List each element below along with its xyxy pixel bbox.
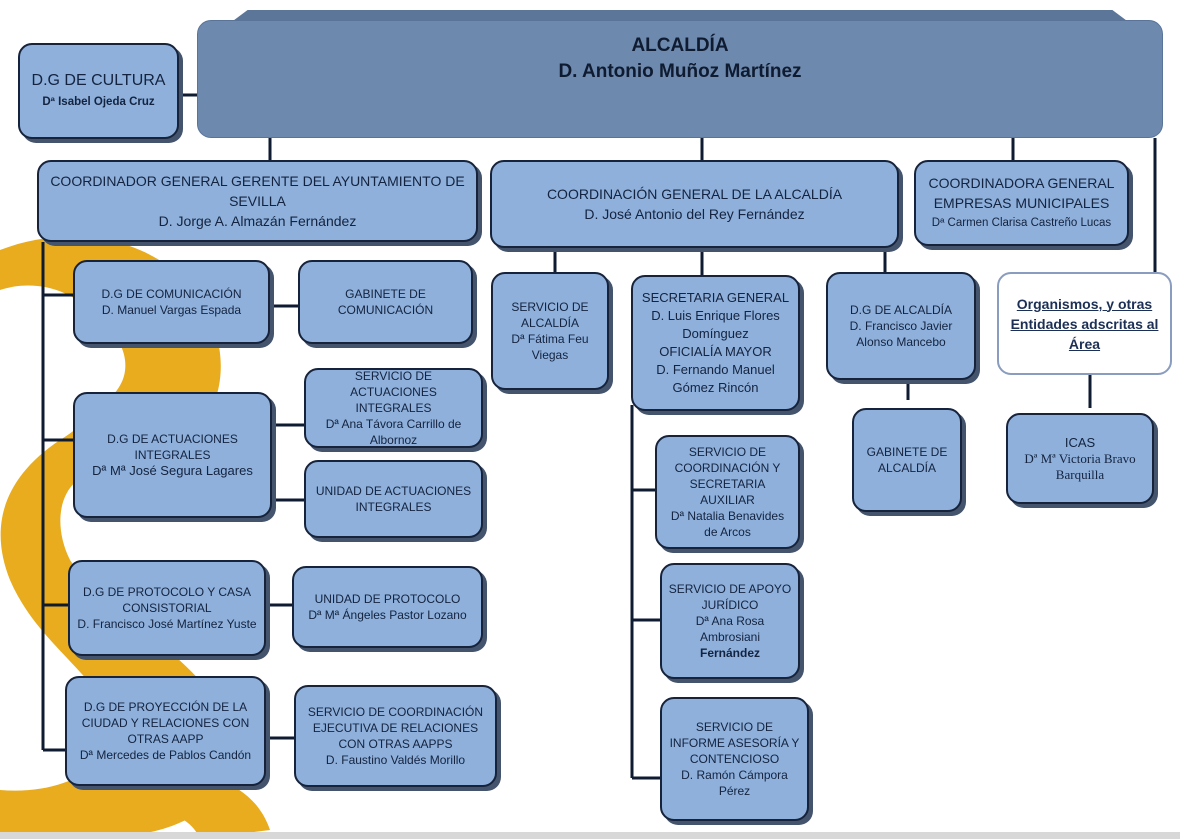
dg-comunicacion-box: D.G DE COMUNICACIÓN D. Manuel Vargas Esp… — [73, 260, 270, 344]
empresas-title: COORDINADORA GENERAL EMPRESAS MUNICIPALE… — [928, 175, 1115, 211]
serv-apoyo-name-bold: Fernández — [699, 646, 760, 660]
coord-alcaldia-box: COORDINACIÓN GENERAL DE LA ALCALDÍA D. J… — [490, 160, 899, 248]
serv-coord-ejecutiva-box: SERVICIO DE COORDINACIÓN EJECUTIVA DE RE… — [294, 685, 497, 787]
secretaria-box: SECRETARIA GENERAL D. Luis Enrique Flore… — [631, 275, 800, 411]
serv-alcaldia-name: Dª Fátima Feu Viegas — [511, 332, 589, 362]
serv-informe-box: SERVICIO DE INFORME ASESORÍA Y CONTENCIO… — [660, 697, 809, 821]
dg-proyeccion-name: Dª Mercedes de Pablos Candón — [79, 748, 252, 762]
alcaldia-box: ALCALDÍA D. Antonio Muñoz Martínez — [197, 20, 1163, 138]
icas-box: ICAS Dª Mª Victoria Bravo Barquilla — [1006, 413, 1154, 504]
serv-alcaldia-title: SERVICIO DE ALCALDÍA — [511, 300, 589, 330]
dg-protocolo-box: D.G DE PROTOCOLO Y CASA CONSISTORIAL D. … — [68, 560, 266, 656]
dg-proyeccion-box: D.G DE PROYECCIÓN DE LA CIUDAD Y RELACIO… — [65, 676, 266, 786]
dg-actuaciones-box: D.G DE ACTUACIONES INTEGRALES Dª Mª José… — [73, 392, 272, 518]
dg-alcaldia-title: D.G DE ALCALDÍA — [849, 303, 953, 317]
cultura-title: D.G DE CULTURA — [31, 72, 166, 89]
gerente-box: COORDINADOR GENERAL GERENTE DEL AYUNTAMI… — [37, 160, 478, 242]
serv-coord-secretaria-title: SERVICIO DE COORDINACIÓN Y SECRETARIA AU… — [674, 445, 781, 507]
unidad-actuaciones-title: UNIDAD DE ACTUACIONES INTEGRALES — [315, 484, 472, 514]
organismos-link[interactable]: Organismos, y otras Entidades adscritas … — [997, 272, 1172, 375]
alcaldia-title: ALCALDÍA — [631, 35, 729, 56]
gerente-title: COORDINADOR GENERAL GERENTE DEL AYUNTAMI… — [50, 173, 465, 209]
oficialia-name: D. Fernando Manuel Gómez Rincón — [656, 362, 775, 395]
serv-actuaciones-name: Dª Ana Távora Carrillo de Albornoz — [325, 417, 462, 447]
serv-informe-title: SERVICIO DE INFORME ASESORÍA Y CONTENCIO… — [669, 720, 800, 766]
dg-actuaciones-title: D.G DE ACTUACIONES INTEGRALES — [107, 432, 238, 462]
gabinete-alcaldia-title: GABINETE DE ALCALDÍA — [866, 445, 948, 475]
gabinete-comunicacion-box: GABINETE DE COMUNICACIÓN — [298, 260, 473, 344]
coord-alcaldia-name: D. José Antonio del Rey Fernández — [584, 206, 805, 222]
coord-alcaldia-title: COORDINACIÓN GENERAL DE LA ALCALDÍA — [546, 186, 843, 202]
bottom-divider — [0, 832, 1180, 839]
serv-coord-secretaria-name: Dª Natalia Benavides de Arcos — [670, 509, 785, 539]
dg-actuaciones-name: Dª Mª José Segura Lagares — [92, 463, 253, 478]
gabinete-comunicacion-title: GABINETE DE COMUNICACIÓN — [337, 287, 434, 317]
unidad-actuaciones-box: UNIDAD DE ACTUACIONES INTEGRALES — [304, 460, 483, 538]
dg-comunicacion-title: D.G DE COMUNICACIÓN — [101, 287, 242, 301]
dg-protocolo-name: D. Francisco José Martínez Yuste — [77, 617, 257, 631]
dg-proyeccion-title: D.G DE PROYECCIÓN DE LA CIUDAD Y RELACIO… — [81, 700, 250, 746]
serv-coord-ejecutiva-name: D. Faustino Valdés Morillo — [325, 753, 466, 767]
serv-apoyo-box: SERVICIO DE APOYO JURÍDICO Dª Ana Rosa A… — [660, 563, 800, 679]
unidad-protocolo-name: Dª Mª Ángeles Pastor Lozano — [308, 608, 467, 622]
serv-actuaciones-title: SERVICIO DE ACTUACIONES INTEGRALES — [350, 369, 437, 415]
serv-actuaciones-box: SERVICIO DE ACTUACIONES INTEGRALES Dª An… — [304, 368, 483, 448]
cultura-name: Dª Isabel Ojeda Cruz — [42, 96, 155, 108]
decorative-swirl-lower — [120, 773, 270, 839]
serv-informe-name: D. Ramón Cámpora Pérez — [681, 768, 788, 798]
alcaldia-name: D. Antonio Muñoz Martínez — [558, 61, 802, 82]
serv-coord-secretaria-box: SERVICIO DE COORDINACIÓN Y SECRETARIA AU… — [655, 435, 800, 549]
cultura-box: D.G DE CULTURA Dª Isabel Ojeda Cruz — [18, 43, 179, 139]
unidad-protocolo-title: UNIDAD DE PROTOCOLO — [314, 592, 461, 606]
organismos-title[interactable]: Organismos, y otras Entidades adscritas … — [1010, 295, 1159, 352]
serv-apoyo-name: Dª Ana Rosa Ambrosiani — [695, 614, 765, 644]
secretaria-name: D. Luis Enrique Flores Domínguez — [651, 308, 780, 341]
oficialia-title: OFICIALÍA MAYOR — [659, 344, 772, 359]
dg-protocolo-title: D.G DE PROTOCOLO Y CASA CONSISTORIAL — [82, 585, 252, 615]
serv-alcaldia-box: SERVICIO DE ALCALDÍA Dª Fátima Feu Viega… — [491, 272, 609, 390]
icas-name: Dª Mª Victoria Bravo Barquilla — [1024, 450, 1136, 482]
empresas-box: COORDINADORA GENERAL EMPRESAS MUNICIPALE… — [914, 160, 1129, 246]
unidad-protocolo-box: UNIDAD DE PROTOCOLO Dª Mª Ángeles Pastor… — [292, 566, 483, 648]
icas-title: ICAS — [1064, 434, 1096, 450]
serv-apoyo-title: SERVICIO DE APOYO JURÍDICO — [668, 582, 792, 612]
secretaria-title: SECRETARIA GENERAL — [641, 290, 790, 305]
dg-alcaldia-box: D.G DE ALCALDÍA D. Francisco Javier Alon… — [826, 272, 976, 380]
gerente-name: D. Jorge A. Almazán Fernández — [158, 213, 357, 229]
gabinete-alcaldia-box: GABINETE DE ALCALDÍA — [852, 408, 962, 512]
dg-comunicacion-name: D. Manuel Vargas Espada — [101, 303, 242, 317]
empresas-name: Dª Carmen Clarisa Castreño Lucas — [931, 217, 1112, 229]
serv-coord-ejecutiva-title: SERVICIO DE COORDINACIÓN EJECUTIVA DE RE… — [307, 705, 484, 751]
dg-alcaldia-name: D. Francisco Javier Alonso Mancebo — [849, 319, 953, 349]
